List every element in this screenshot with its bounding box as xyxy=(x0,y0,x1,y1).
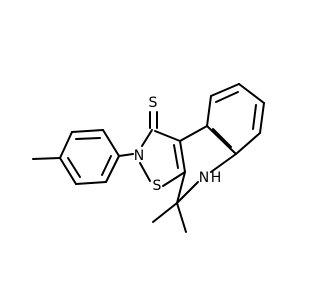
bond-n5-c5a xyxy=(210,153,237,173)
atom-nh-n: N xyxy=(199,170,209,186)
bond-ar-c3-c4 xyxy=(59,131,73,159)
bond-c9a-c9 xyxy=(206,95,212,127)
bond-c9b-c9a xyxy=(179,125,208,142)
atom-ring-s: S xyxy=(153,178,162,194)
atom-labels: S N S N H xyxy=(134,95,222,194)
bond-ar-c2-c3 xyxy=(71,129,104,133)
bond-ar-c2-c3-inner xyxy=(75,137,101,140)
bond-c9-c8 xyxy=(210,83,240,97)
bond-ar-methyl xyxy=(32,157,61,160)
bond-ar-c4-c5 xyxy=(59,157,77,185)
bond-c4-n5 xyxy=(176,181,199,204)
bond-ar-c4-c5-inner xyxy=(67,157,81,178)
bonds xyxy=(32,83,265,233)
bond-c5a-c9a xyxy=(206,125,237,155)
bond-ar-c1-c2 xyxy=(102,129,120,157)
bond-c9b-c1 xyxy=(154,130,181,142)
bond-s3-c3a xyxy=(162,171,186,187)
bond-c9-c8-inner xyxy=(215,91,239,103)
bond-n2-s3 xyxy=(139,162,151,182)
bond-n2-aryl xyxy=(118,153,134,157)
bond-c4-methyl-b xyxy=(176,202,187,233)
bond-c8-c7 xyxy=(238,83,265,104)
bond-c7-c6-inner xyxy=(252,104,257,130)
bond-ar-c6-c1-inner xyxy=(101,155,112,176)
atom-nh-h: H xyxy=(211,170,222,186)
bond-c5a-c9a-inner xyxy=(212,128,232,148)
molecule-drawing: S N S N H xyxy=(32,83,265,233)
bond-c1-n2 xyxy=(141,129,153,147)
bond-ar-c5-c6 xyxy=(75,181,107,185)
bond-c3a-c9b-inner xyxy=(173,144,179,169)
structure-canvas: S N S N H xyxy=(32,83,265,233)
bond-c6-c5a xyxy=(235,132,261,155)
atom-ring-n: N xyxy=(134,148,144,164)
atom-thione-s: S xyxy=(149,95,158,111)
bond-c3a-c4 xyxy=(176,171,186,204)
bond-c4-methyl-a xyxy=(152,202,178,223)
bond-c3a-c9b xyxy=(179,140,186,173)
bond-ar-c6-c1 xyxy=(105,155,120,183)
bond-c7-c6 xyxy=(259,102,265,134)
